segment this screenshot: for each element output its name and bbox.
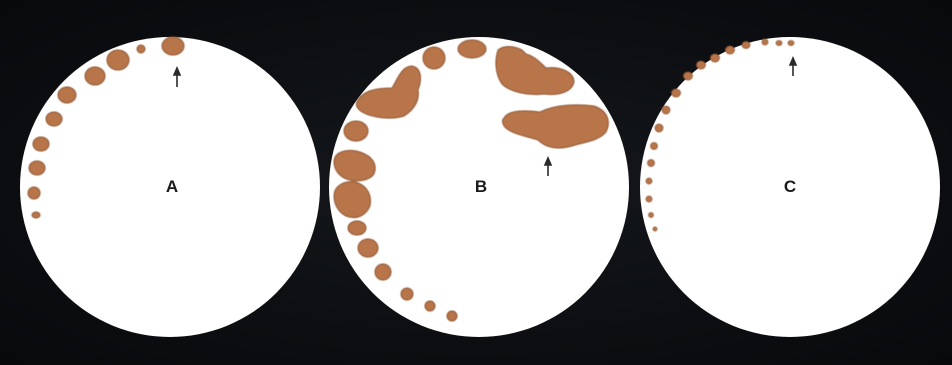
- deposit: [684, 72, 693, 80]
- deposit: [46, 112, 62, 126]
- deposit: [646, 196, 652, 202]
- deposit: [697, 61, 706, 69]
- panel-label-c: C: [784, 177, 796, 196]
- deposit: [425, 301, 435, 311]
- deposit: [375, 264, 391, 280]
- deposit: [85, 67, 105, 85]
- deposit: [646, 178, 652, 184]
- panel-label-a: A: [166, 177, 178, 196]
- deposit: [788, 41, 794, 46]
- deposit: [672, 89, 681, 97]
- deposit: [401, 288, 413, 300]
- deposit: [776, 41, 782, 46]
- deposit: [348, 221, 366, 235]
- deposit: [648, 160, 655, 167]
- panel-a: A: [20, 37, 320, 337]
- deposit: [447, 311, 457, 321]
- deposit: [762, 39, 768, 45]
- deposit: [107, 50, 129, 70]
- deposit: [32, 212, 40, 218]
- deposit: [662, 106, 670, 114]
- deposit: [58, 87, 76, 103]
- deposit: [344, 121, 368, 141]
- deposit: [742, 42, 750, 49]
- deposit: [423, 47, 445, 69]
- deposit: [162, 37, 184, 55]
- panel-b: B: [329, 37, 629, 337]
- deposit: [711, 54, 720, 62]
- deposit: [458, 40, 486, 58]
- panel-c: C: [640, 37, 940, 337]
- deposit: [33, 137, 49, 151]
- deposit: [649, 213, 654, 218]
- panel-label-b: B: [475, 177, 487, 196]
- deposit: [655, 124, 663, 132]
- deposit: [651, 143, 658, 150]
- deposit: [653, 227, 657, 231]
- deposit: [137, 45, 145, 53]
- deposit: [726, 46, 735, 54]
- deposit: [29, 161, 45, 175]
- deposit: [28, 187, 40, 199]
- deposit: [358, 239, 378, 257]
